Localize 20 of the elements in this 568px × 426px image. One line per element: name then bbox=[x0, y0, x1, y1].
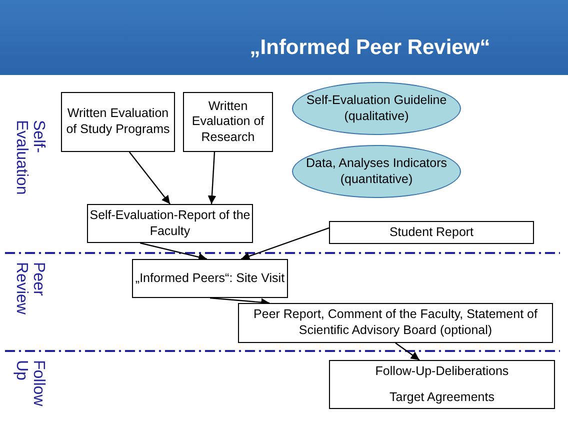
process-box: „Informed Peers“: Site Visit bbox=[132, 259, 288, 298]
input-ellipse: Self-Evaluation Guideline (qualitative) bbox=[292, 82, 461, 135]
arrow bbox=[395, 342, 420, 360]
box-text: Follow-Up-Deliberations bbox=[375, 364, 509, 380]
title: „Informed Peer Review“ bbox=[248, 36, 492, 60]
process-box: Peer Report, Comment of the Faculty, Statement of Scientific Advisory Board (optional) bbox=[238, 303, 553, 343]
box-text: Target Agreements bbox=[390, 390, 494, 406]
phase-label: Peer Review bbox=[12, 262, 46, 316]
process-box: Self-Evaluation-Report of the Faculty bbox=[87, 204, 253, 243]
process-box bbox=[329, 360, 555, 409]
process-box: Written Evaluation of Study Programs bbox=[61, 92, 175, 152]
input-ellipse: Data, Analyses Indicators (quantitative) bbox=[292, 145, 461, 198]
arrow bbox=[140, 242, 208, 262]
arrow bbox=[208, 152, 216, 204]
phase-label: Follow Up bbox=[12, 360, 46, 408]
process-box: Student Report bbox=[329, 221, 534, 244]
arrow bbox=[128, 152, 170, 204]
arrow bbox=[241, 227, 330, 260]
phase-label: Self- Evaluation bbox=[12, 120, 46, 197]
process-box: Written Evaluation of Research bbox=[183, 92, 273, 152]
